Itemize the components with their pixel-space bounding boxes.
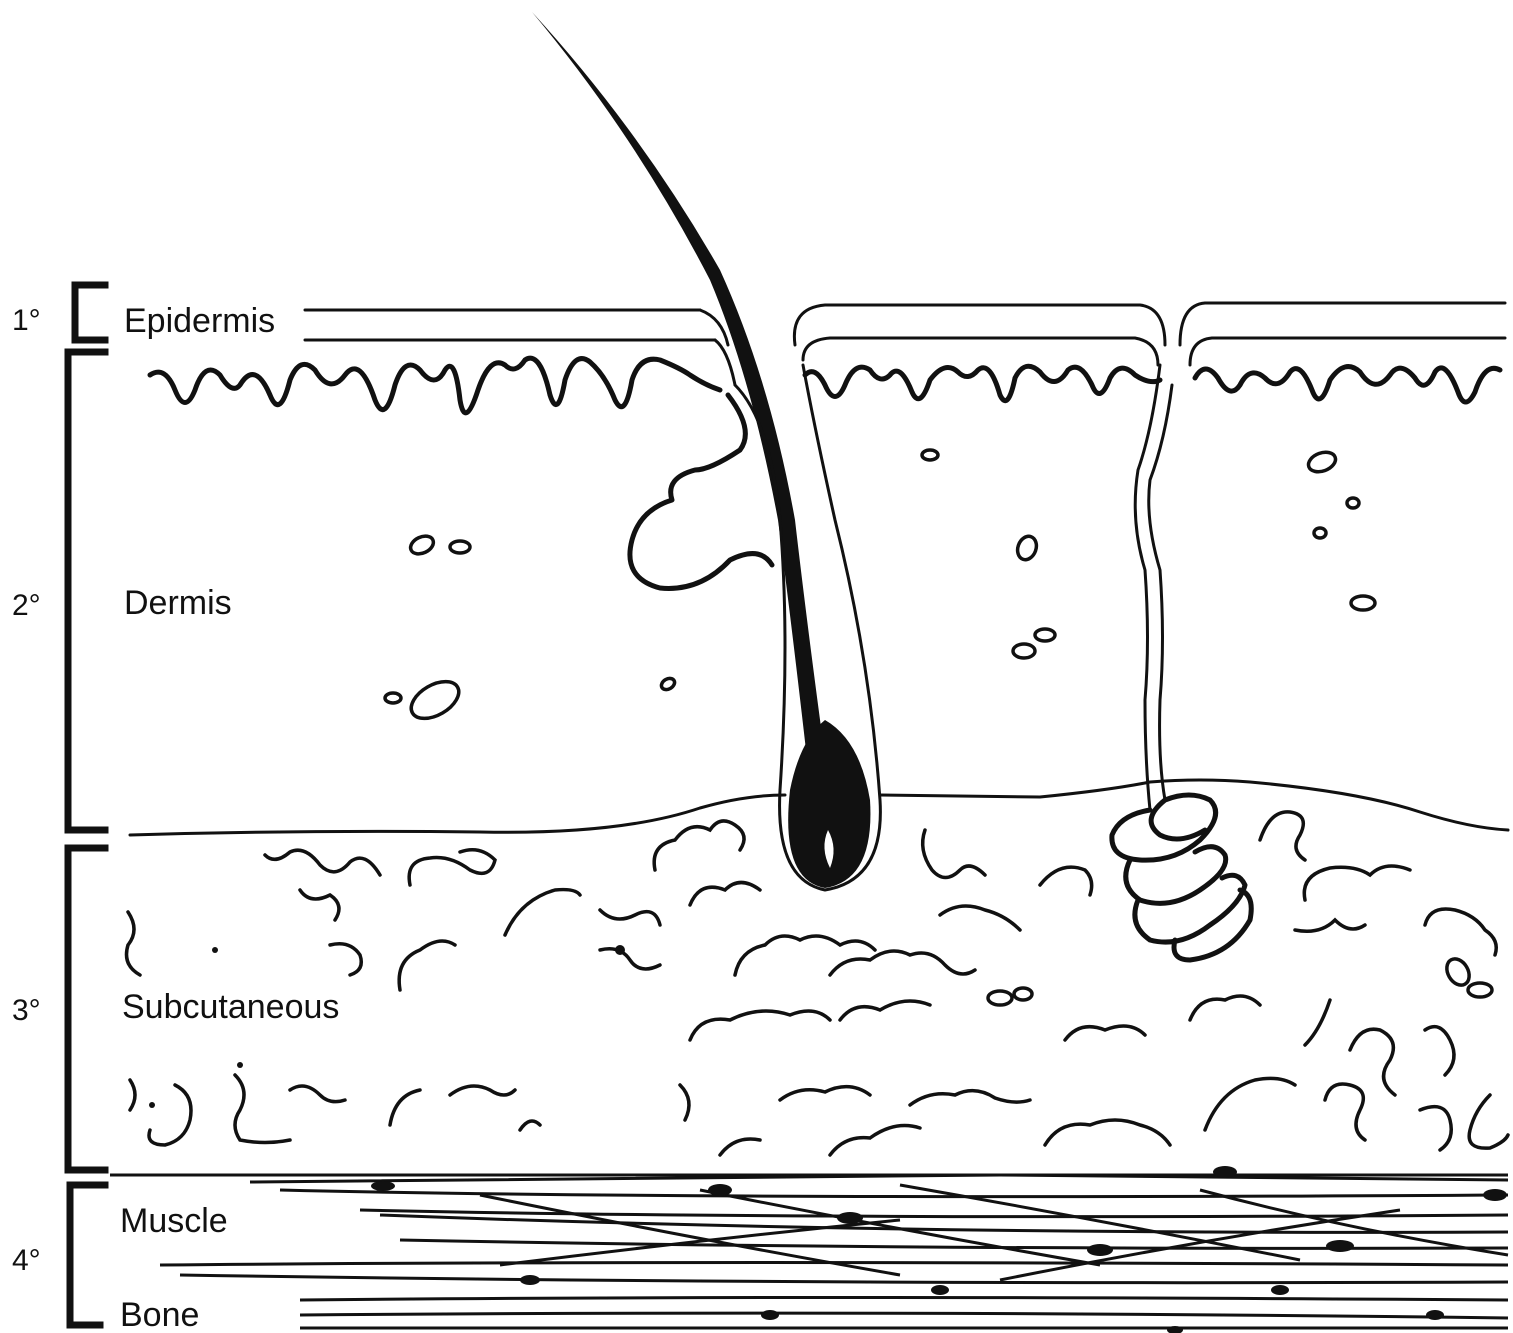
bracket-4th-degree: [70, 1185, 105, 1325]
bracket-1st-degree: [75, 285, 105, 340]
hair-follicle: [532, 12, 880, 890]
sweat-gland: [1112, 365, 1251, 960]
muscle-layer: [110, 1166, 1508, 1333]
degree-label-2: 2°: [12, 589, 41, 622]
layer-labels: Epidermis Dermis Subcutaneous Muscle Bon…: [120, 302, 339, 1333]
degree-labels: 1° 2° 3° 4°: [12, 304, 41, 1277]
bracket-3rd-degree: [68, 848, 105, 1170]
degree-brackets: [68, 285, 105, 1325]
dermis-cells: [385, 449, 1375, 726]
bracket-2nd-degree: [68, 352, 105, 830]
label-muscle: Muscle: [120, 1202, 228, 1240]
label-epidermis: Epidermis: [124, 302, 275, 340]
degree-label-3: 3°: [12, 994, 41, 1027]
degree-label-1: 1°: [12, 304, 41, 337]
label-dermis: Dermis: [124, 584, 232, 622]
sebaceous-gland: [630, 395, 772, 588]
dermal-papillae: [150, 358, 1500, 413]
label-subcutaneous: Subcutaneous: [122, 988, 339, 1026]
label-bone: Bone: [120, 1296, 199, 1333]
degree-label-4: 4°: [12, 1244, 41, 1277]
